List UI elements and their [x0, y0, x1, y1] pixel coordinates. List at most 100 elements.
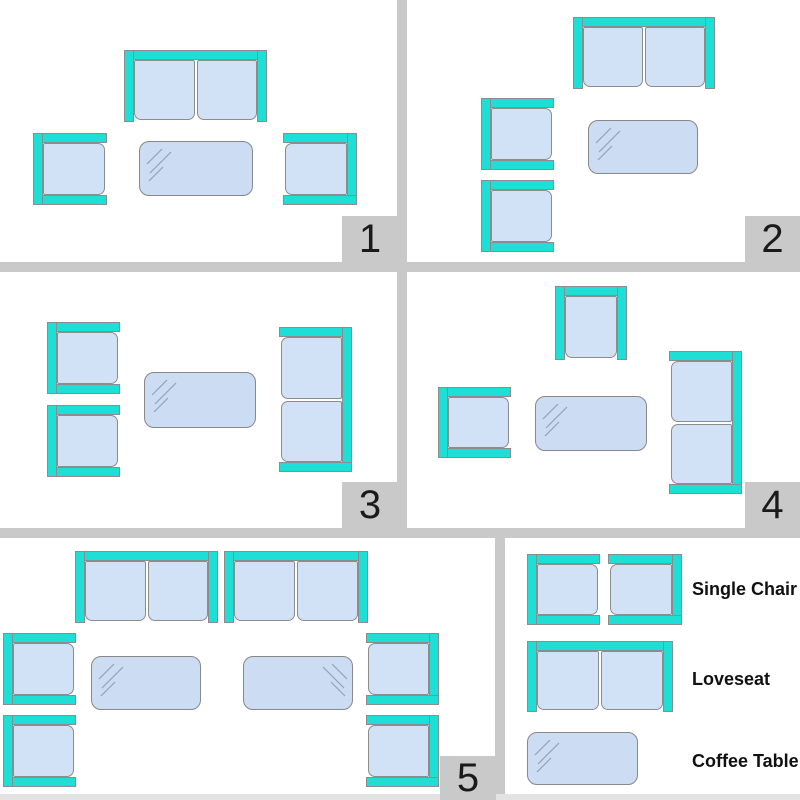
- cushion: [671, 423, 732, 484]
- armrest-bar: [75, 551, 85, 623]
- single-chair: [481, 180, 554, 252]
- cushion: [601, 651, 663, 710]
- loveseat: [75, 551, 218, 623]
- coffee-table: [243, 656, 353, 710]
- armrest-bar: [481, 180, 554, 190]
- vertical-divider-row1: [397, 0, 407, 272]
- armrest-bar: [3, 777, 76, 787]
- backrest-bar: [224, 551, 368, 561]
- loveseat: [669, 351, 742, 494]
- single-chair: [47, 322, 120, 394]
- armrest-bar: [527, 615, 600, 625]
- backrest-bar: [732, 351, 742, 494]
- armrest-bar: [358, 551, 368, 623]
- armrest-bar: [283, 133, 357, 143]
- vertical-divider-row3: [495, 538, 505, 800]
- single-chair: [366, 633, 439, 705]
- legend-label-coffee-table: Coffee Table: [692, 751, 799, 771]
- backrest-bar: [47, 405, 57, 477]
- backrest-bar: [438, 387, 448, 458]
- cushion: [448, 397, 509, 448]
- loveseat: [279, 327, 352, 472]
- armrest-bar: [224, 551, 234, 623]
- legend-label-single-chair: Single Chair: [692, 579, 798, 599]
- panel-number-badge-2: 2: [745, 216, 800, 262]
- armrest-bar: [573, 17, 583, 89]
- coffee-table: [139, 141, 253, 196]
- cushion: [57, 332, 118, 384]
- cushion: [537, 651, 599, 710]
- armrest-bar: [608, 615, 682, 625]
- cushion: [645, 27, 705, 87]
- cushion: [368, 643, 429, 695]
- coffee-table: [91, 656, 201, 710]
- horizontal-divider-2: [0, 528, 800, 538]
- armrest-bar: [3, 633, 76, 643]
- backrest-bar: [3, 633, 13, 705]
- armrest-bar: [438, 387, 511, 397]
- glass-shine-icon: [151, 379, 177, 413]
- armrest-bar: [3, 715, 76, 725]
- single-chair: [47, 405, 120, 477]
- armrest-bar: [47, 322, 120, 332]
- coffee-table: [588, 120, 698, 174]
- vertical-divider-row2: [397, 272, 407, 538]
- single-chair: [527, 554, 600, 625]
- single-chair: [555, 286, 627, 360]
- loveseat: [124, 50, 267, 122]
- armrest-bar: [3, 695, 76, 705]
- coffee-table: [527, 732, 638, 785]
- armrest-bar: [279, 462, 352, 472]
- loveseat: [573, 17, 715, 89]
- armrest-bar: [669, 484, 742, 494]
- backrest-bar: [527, 554, 537, 625]
- cushion: [43, 143, 105, 195]
- armrest-bar: [47, 405, 120, 415]
- panel-number-badge-4: 4: [745, 482, 800, 528]
- backrest-bar: [342, 327, 352, 472]
- backrest-bar: [527, 641, 673, 651]
- armrest-bar: [47, 384, 120, 394]
- glass-shine-icon: [322, 663, 348, 697]
- backrest-bar: [573, 17, 715, 27]
- backrest-bar: [47, 322, 57, 394]
- cushion: [85, 561, 146, 621]
- cushion: [234, 561, 295, 621]
- cushion: [491, 190, 552, 242]
- cushion: [537, 564, 598, 615]
- cushion: [281, 337, 342, 399]
- armrest-bar: [47, 467, 120, 477]
- armrest-bar: [124, 50, 134, 122]
- loveseat: [527, 641, 673, 712]
- armrest-bar: [527, 554, 600, 564]
- single-chair: [438, 387, 511, 458]
- loveseat: [224, 551, 368, 623]
- backrest-bar: [481, 180, 491, 252]
- armrest-bar: [555, 286, 565, 360]
- cushion: [297, 561, 358, 621]
- armrest-bar: [208, 551, 218, 623]
- cushion: [13, 725, 74, 777]
- coffee-table: [144, 372, 256, 428]
- single-chair: [608, 554, 682, 625]
- cushion: [565, 296, 617, 358]
- cushion: [285, 143, 347, 195]
- single-chair: [366, 715, 439, 787]
- armrest-bar: [481, 242, 554, 252]
- panel-number-badge-3: 3: [342, 482, 398, 528]
- cushion: [13, 643, 74, 695]
- single-chair: [33, 133, 107, 205]
- armrest-bar: [283, 195, 357, 205]
- cushion: [147, 561, 208, 621]
- armrest-bar: [366, 695, 439, 705]
- armrest-bar: [438, 448, 511, 458]
- cushion: [196, 60, 257, 120]
- cushion: [491, 108, 552, 160]
- armrest-bar: [527, 641, 537, 712]
- coffee-table: [535, 396, 647, 451]
- single-chair: [3, 633, 76, 705]
- single-chair: [283, 133, 357, 205]
- panel-number: 5: [456, 756, 480, 800]
- cushion: [281, 400, 342, 462]
